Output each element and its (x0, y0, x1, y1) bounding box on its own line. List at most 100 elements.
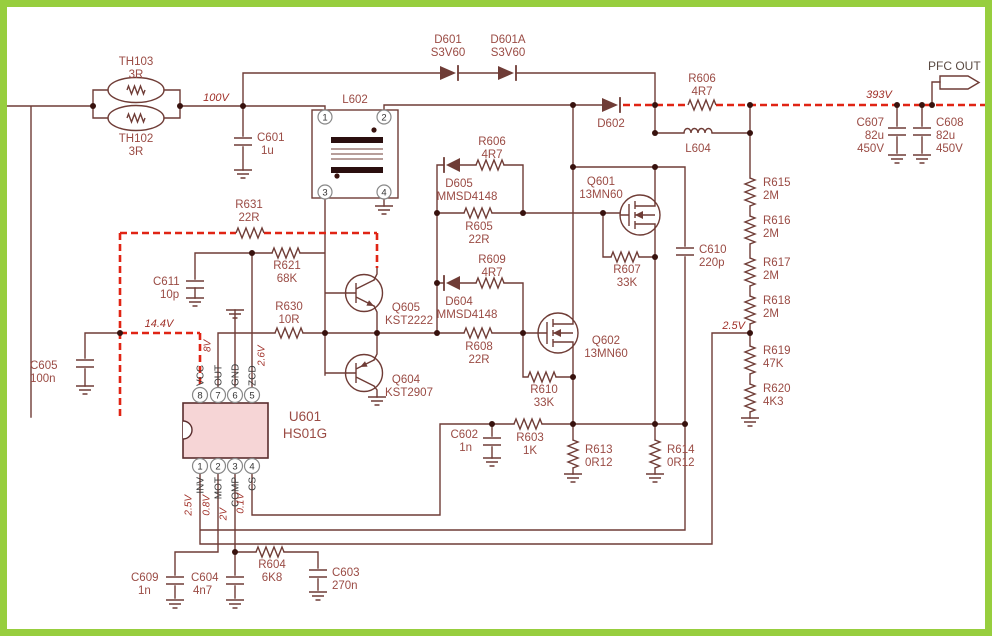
r631-body (235, 227, 265, 239)
label-l604: L604 (685, 143, 711, 155)
pin-num-6: 6 (232, 391, 237, 402)
pin-name-comp: COMP (231, 477, 242, 507)
value-r619: 47K (763, 358, 784, 370)
pin-num-7: 7 (215, 391, 220, 402)
labels: TH103 3R TH102 3R 100V C601 1u D601 S3V6… (30, 34, 981, 597)
value-q605: KST2222 (385, 315, 433, 327)
r606b-body (475, 159, 505, 171)
value-r620: 4K3 (763, 396, 783, 408)
d601-body (440, 66, 456, 80)
label-r616: R616 (763, 215, 791, 227)
value-r608: 22R (468, 354, 489, 366)
r617-body (744, 257, 756, 287)
value-c608: 82u (936, 130, 955, 142)
value-r610: 33K (534, 397, 555, 409)
value-r616: 2M (763, 228, 779, 240)
vcc-rail (118, 231, 379, 417)
label-r608: R608 (465, 341, 493, 353)
label-r617: R617 (763, 257, 791, 269)
pin-name-inv: INV (196, 477, 207, 494)
value-r621: 68K (277, 273, 298, 285)
component-glyphs: 1 2 3 4 (75, 66, 981, 609)
ic-ref: U601 (289, 409, 321, 424)
label-r621: R621 (273, 260, 301, 272)
value-c607: 82u (865, 130, 884, 142)
label-r614: R614 (667, 444, 695, 456)
th102-body (107, 104, 165, 132)
d605-body (446, 158, 460, 172)
label-r631: R631 (235, 199, 263, 211)
value-r604: 6K8 (262, 572, 282, 584)
label-r610: R610 (530, 384, 558, 396)
label-c610: C610 (699, 244, 727, 256)
label-c604: C604 (191, 572, 219, 584)
pin-num-3: 3 (232, 462, 237, 473)
pin-volt-out: 8V (203, 338, 214, 352)
wires (6, 65, 941, 599)
label-r606-rail: R606 (688, 73, 716, 85)
c611-body (185, 280, 205, 289)
pin-name-out: OUT (214, 365, 225, 386)
value-d601a: S3V60 (491, 47, 526, 59)
label-r609: R609 (478, 254, 506, 266)
c607-body (887, 127, 907, 136)
c609-body (165, 576, 185, 585)
label-c611: C611 (153, 276, 180, 288)
ic-body (182, 402, 269, 459)
r621-body (271, 247, 301, 259)
pin-volt-zcd: 2.6V (257, 344, 268, 367)
value-d605: MMSD4148 (437, 191, 498, 203)
ic-notch (182, 420, 193, 440)
r619-body (744, 345, 756, 375)
junction-dots (90, 102, 935, 555)
label-l602: L602 (342, 94, 368, 106)
pin-name-mot: MOT (214, 477, 225, 499)
label-d601a: D601A (490, 34, 525, 46)
label-q604: Q604 (392, 374, 421, 386)
l604-body (683, 127, 713, 134)
pin-volt-inv: 2.5V (184, 494, 195, 517)
r614-body (649, 439, 661, 469)
pin-volt-comp: 2V (219, 507, 230, 522)
label-r613: R613 (585, 444, 613, 456)
c602-body (482, 437, 502, 446)
label-r620: R620 (763, 383, 791, 395)
c601-body (233, 137, 253, 146)
pin-num-8: 8 (197, 391, 202, 402)
q601-body (619, 194, 661, 236)
label-c602: C602 (451, 429, 479, 441)
value-c605: 100n (30, 373, 56, 385)
d601a-body (498, 66, 514, 80)
value-c609: 1n (138, 585, 151, 597)
value-c611: 10p (160, 289, 179, 301)
label-r619: R619 (763, 345, 791, 357)
r613-body (567, 439, 579, 469)
pin-volt-cs: 0.1V (236, 492, 247, 514)
value-r607: 33K (617, 277, 638, 289)
pin-num-4: 4 (249, 462, 254, 473)
value-th103: 3R (129, 69, 144, 81)
value-c603: 270n (332, 580, 358, 592)
svg-text:2: 2 (381, 113, 386, 124)
d604-body (446, 276, 460, 290)
value-d601: S3V60 (431, 47, 466, 59)
value-d604: MMSD4148 (437, 309, 498, 321)
label-d604: D604 (445, 296, 473, 308)
label-c603: C603 (332, 567, 360, 579)
value-c604: 4n7 (193, 585, 212, 597)
r610-body (527, 371, 557, 383)
value-r606b: 4R7 (481, 149, 502, 161)
r615-body (744, 177, 756, 207)
r607-body (610, 251, 640, 263)
label-c605: C605 (30, 360, 58, 372)
r603-body (513, 418, 543, 430)
value-c601: 1u (261, 145, 274, 157)
c605-body (75, 359, 95, 368)
label-pfc-out: PFC OUT (928, 59, 981, 73)
pin-num-5: 5 (249, 391, 254, 402)
value-r618: 2M (763, 308, 779, 320)
r605-body (463, 207, 493, 219)
net-393v: 393V (866, 89, 893, 101)
label-c609: C609 (131, 572, 159, 584)
